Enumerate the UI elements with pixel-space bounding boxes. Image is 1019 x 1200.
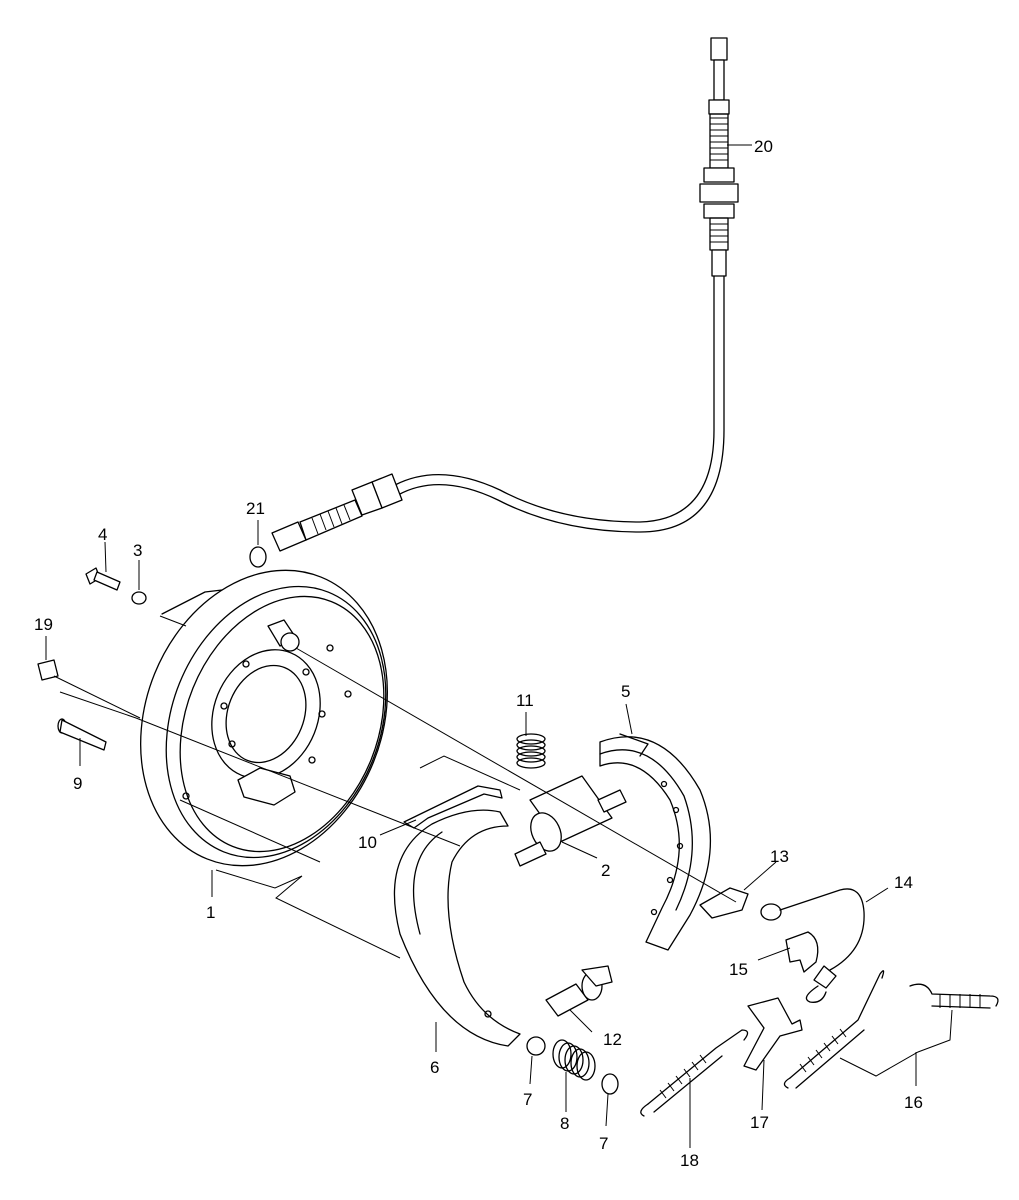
label-20: 20 <box>754 137 773 156</box>
label-15: 15 <box>729 960 748 979</box>
parking-brake-cable <box>271 37 739 552</box>
hold-down-spring <box>552 1039 596 1081</box>
circlip <box>249 546 267 568</box>
label-4: 4 <box>98 525 107 544</box>
lock-washer <box>131 591 147 605</box>
upper-return-spring <box>783 970 885 1089</box>
leader-lines <box>45 144 953 1148</box>
shoe-return-spring <box>640 1029 749 1117</box>
callout-labels: 1 2 3 4 5 6 7 7 8 9 10 11 12 13 14 15 16… <box>34 137 923 1170</box>
adjuster-cable <box>760 888 865 1003</box>
label-17: 17 <box>750 1113 769 1132</box>
label-18: 18 <box>680 1151 699 1170</box>
brake-shoe-left <box>393 809 521 1047</box>
label-10: 10 <box>358 833 377 852</box>
wheel-cylinder <box>514 775 627 867</box>
return-spring-small <box>516 733 546 769</box>
guide-plate <box>699 887 749 919</box>
washer-left <box>526 1036 546 1056</box>
retaining-pin-clip <box>37 659 59 681</box>
adjuster-lever <box>403 785 503 829</box>
label-11: 11 <box>516 691 534 710</box>
adjuster-screw <box>545 965 613 1017</box>
label-7-lower: 7 <box>599 1134 608 1153</box>
label-7-upper: 7 <box>523 1090 532 1109</box>
label-8: 8 <box>560 1114 569 1133</box>
label-6: 6 <box>430 1058 439 1077</box>
label-5: 5 <box>621 682 630 701</box>
adjuster-spring <box>909 983 999 1009</box>
adjuster-pawl-lever <box>743 997 803 1071</box>
label-2: 2 <box>601 861 610 880</box>
hold-down-pin <box>57 718 107 751</box>
washer-right <box>601 1073 619 1095</box>
label-12: 12 <box>603 1030 622 1049</box>
mounting-bolt <box>85 567 121 591</box>
label-13: 13 <box>770 847 789 866</box>
label-1: 1 <box>206 903 215 922</box>
label-9: 9 <box>73 774 82 793</box>
label-19: 19 <box>34 615 53 634</box>
brake-back-plate <box>140 569 388 867</box>
label-16: 16 <box>904 1093 923 1112</box>
label-3: 3 <box>133 541 142 560</box>
label-14: 14 <box>894 873 913 892</box>
label-21: 21 <box>246 499 265 518</box>
brake-shoe-right <box>599 733 712 951</box>
cable-guide <box>785 931 819 973</box>
